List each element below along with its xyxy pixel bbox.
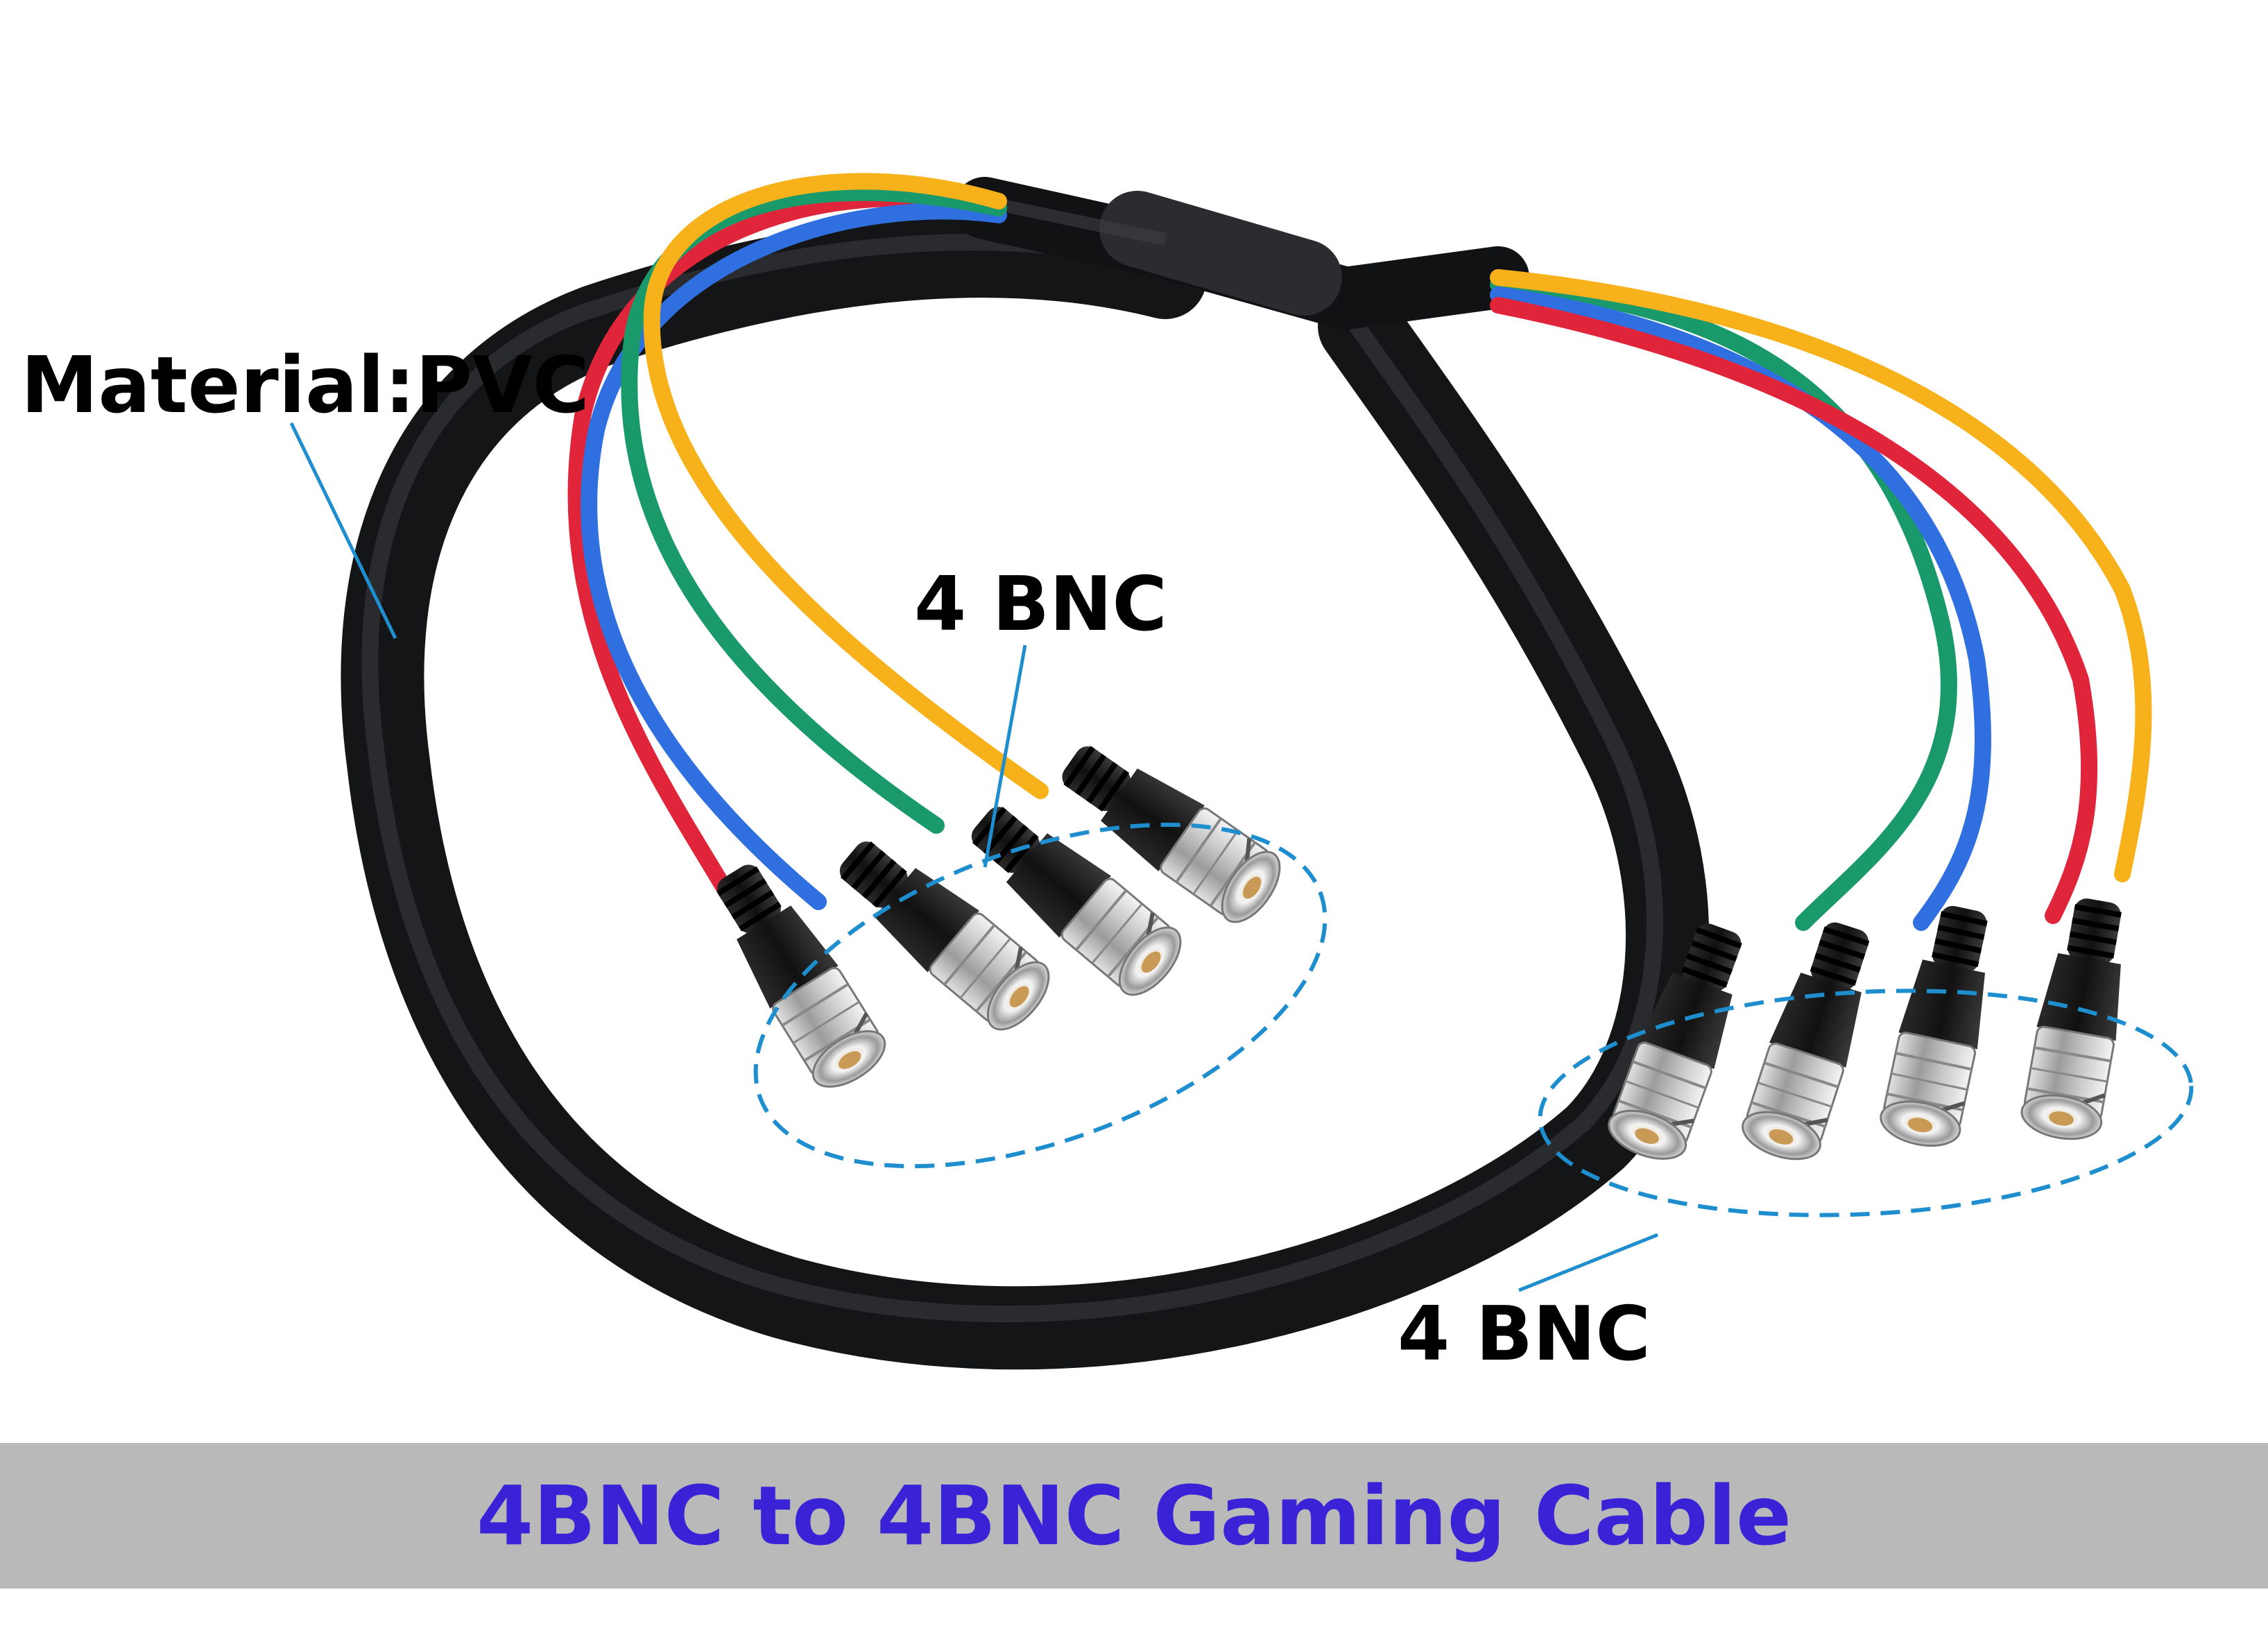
breakout-sleeve bbox=[954, 177, 1529, 330]
right-bnc-label: 4 BNC bbox=[1398, 1291, 1651, 1378]
material-label: Material:PVC bbox=[21, 341, 590, 431]
caption-bar: 4BNC to 4BNC Gaming Cable bbox=[0, 1443, 2268, 1589]
left-wires bbox=[567, 173, 1049, 910]
left-bnc-leader-line bbox=[983, 644, 1027, 868]
right-wires bbox=[1490, 269, 2152, 931]
right-callout-ellipse bbox=[1538, 989, 2194, 1217]
left-bnc-label: 4 BNC bbox=[914, 561, 1167, 648]
callouts bbox=[753, 822, 2194, 1217]
caption-text: 4BNC to 4BNC Gaming Cable bbox=[476, 1468, 1792, 1564]
material-leader-line bbox=[289, 422, 397, 640]
right-bnc-leader-line bbox=[1518, 1233, 1658, 1292]
left-callout-ellipse bbox=[753, 822, 1328, 1169]
leader-lines bbox=[289, 422, 1658, 1292]
bnc-connector bbox=[1737, 914, 1888, 1168]
bnc-connector bbox=[1877, 900, 2006, 1153]
bnc-connector bbox=[2018, 893, 2139, 1145]
left-bnc-connectors bbox=[698, 728, 1291, 1098]
black-cable bbox=[341, 214, 1709, 1370]
